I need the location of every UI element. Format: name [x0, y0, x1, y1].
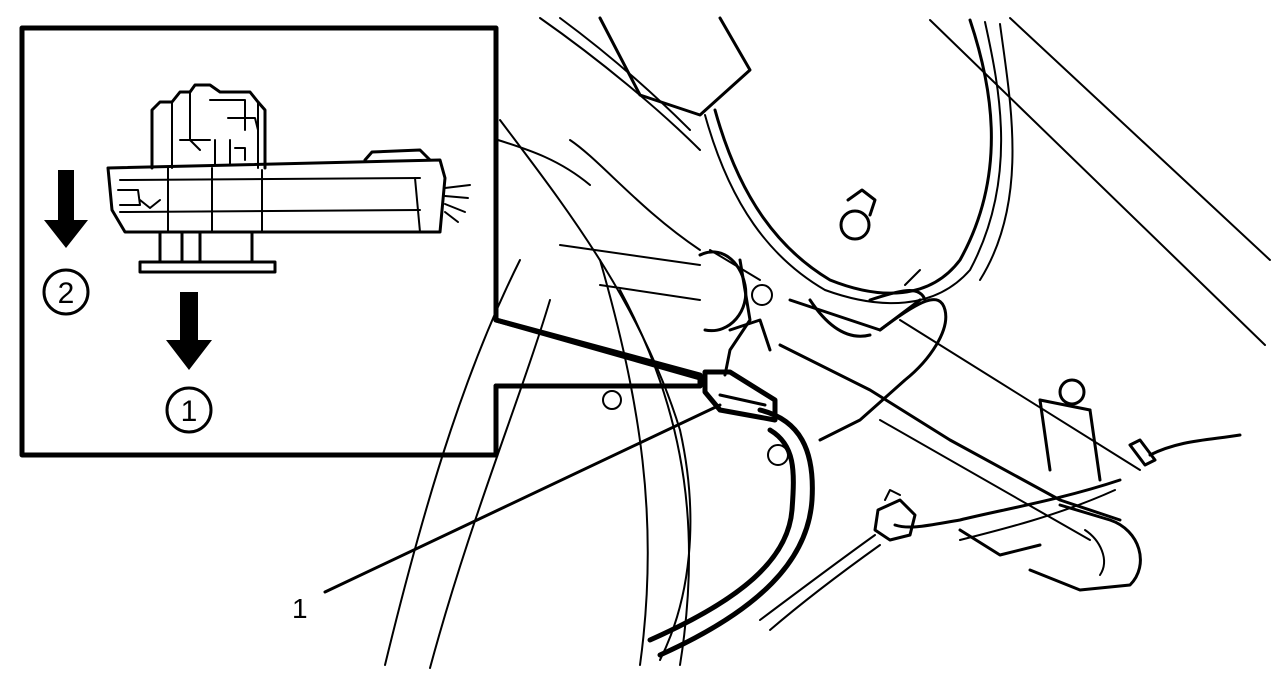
- wire-harness: [647, 18, 1242, 658]
- connector-detail: [106, 83, 471, 274]
- arrow-down-icon: [166, 292, 212, 370]
- vehicle-structure: [384, 16, 1271, 669]
- steering-column: [559, 188, 1142, 592]
- callout-leader: 1: [292, 403, 722, 624]
- step-1-arrow: [166, 292, 212, 370]
- step-2-arrow: [44, 170, 88, 248]
- step-1-number: 1: [181, 395, 198, 428]
- inset-box: [19, 25, 703, 458]
- step-2-label: 2: [42, 268, 90, 316]
- harness-clip: [702, 369, 778, 423]
- step-2-number: 2: [58, 277, 75, 310]
- arrow-down-icon: [44, 170, 88, 248]
- part-number-label: 1: [292, 593, 308, 624]
- step-1-label: 1: [165, 386, 213, 434]
